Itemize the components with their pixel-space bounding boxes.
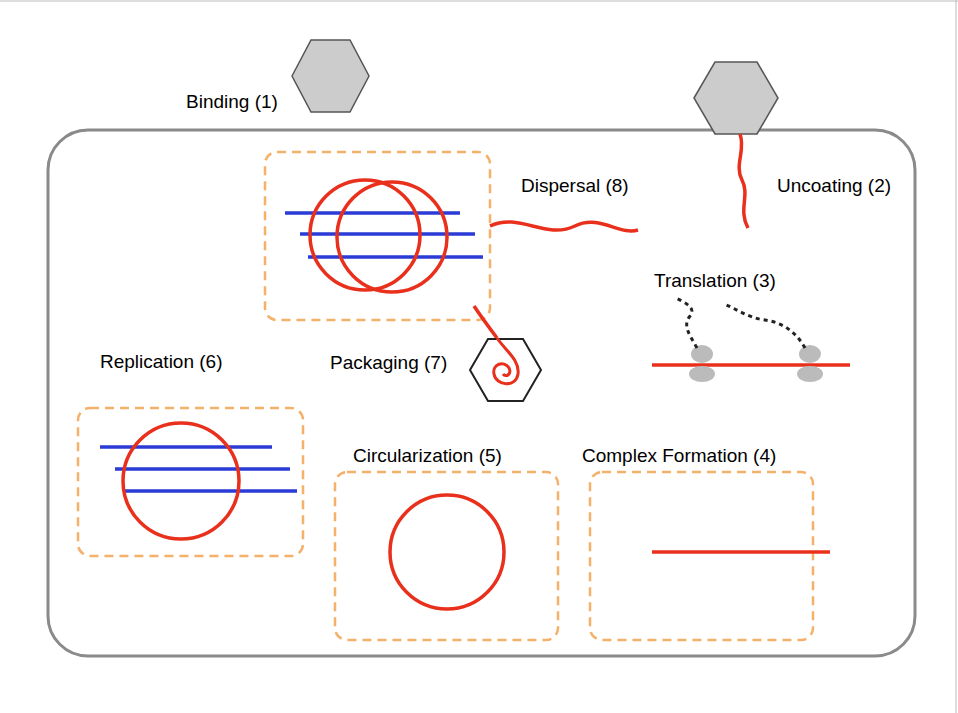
replication-complex (335, 472, 558, 640)
frame-line (956, 0, 957, 713)
stage-label: Circularization (5) (353, 445, 502, 467)
stage-label: Translation (3) (654, 270, 776, 292)
circular-dna (390, 495, 504, 609)
phage-capsid (694, 62, 778, 134)
stage-label: Uncoating (2) (777, 175, 891, 197)
stage-label: Packaging (7) (330, 352, 447, 374)
circular-dna (123, 423, 239, 539)
host-dna (308, 255, 483, 259)
replication-complex (265, 152, 490, 320)
linear-dna (652, 550, 830, 554)
stage-label: Binding (1) (186, 91, 278, 113)
viral-dna (739, 134, 748, 228)
phage-capsid (292, 40, 369, 112)
stage-label: Replication (6) (100, 351, 223, 373)
circular-dna (337, 182, 447, 292)
packaged-dna (494, 338, 518, 384)
viral-dna (474, 306, 497, 338)
replication-complex (78, 408, 303, 556)
stage-label: Dispersal (8) (521, 175, 629, 197)
viral-dna (490, 222, 638, 231)
host-dna (100, 445, 272, 449)
host-dna (115, 467, 290, 471)
circular-dna (310, 180, 420, 290)
ribosome (691, 345, 713, 363)
stage-label: Complex Formation (4) (582, 445, 776, 467)
peptide-chain (676, 298, 697, 348)
ribosome (797, 366, 823, 382)
cell-outline (48, 130, 915, 656)
frame-line (0, 1, 958, 2)
viral-mrna (652, 363, 850, 367)
peptide-chain (724, 304, 805, 348)
ribosome (689, 366, 715, 382)
phage-capsid (470, 339, 541, 401)
replication-complex (590, 472, 813, 640)
ribosome (799, 345, 821, 363)
host-dna (123, 489, 297, 493)
host-dna (300, 232, 475, 236)
host-dna (285, 211, 460, 215)
